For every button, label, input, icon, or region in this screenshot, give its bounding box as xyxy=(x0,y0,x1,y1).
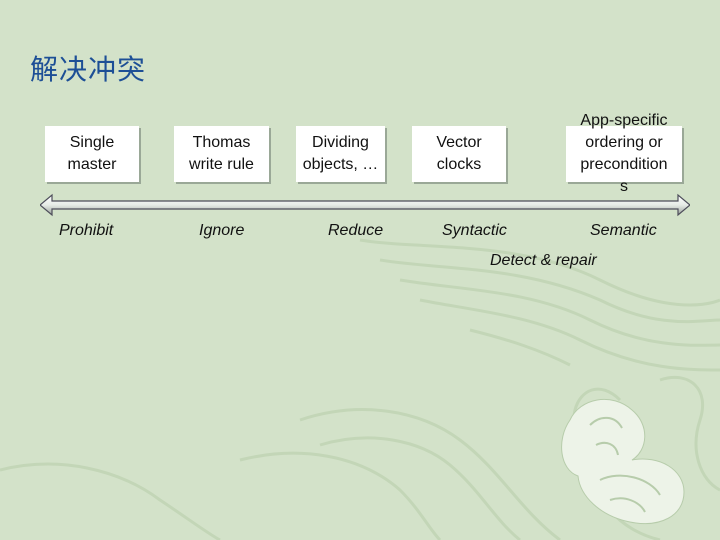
card-app-specific-ordering: App-specific ordering or precondition s xyxy=(566,126,682,182)
card-single-master-text: Single master xyxy=(68,132,117,176)
card-thomas-write-rule-text: Thomas write rule xyxy=(189,132,254,176)
card-vector-clocks: Vector clocks xyxy=(412,126,506,182)
card-thomas-write-rule: Thomas write rule xyxy=(174,126,269,182)
slide-title: 解决冲突 xyxy=(30,48,146,88)
label-detect-repair: Detect & repair xyxy=(490,252,597,270)
card-single-master: Single master xyxy=(45,126,139,182)
label-semantic: Semantic xyxy=(590,222,657,240)
arrow-body xyxy=(40,195,690,215)
card-vector-clocks-text: Vector clocks xyxy=(436,132,481,176)
spectrum-arrow xyxy=(40,192,690,218)
label-syntactic: Syntactic xyxy=(442,222,507,240)
card-app-specific-ordering-text: App-specific ordering or precondition s xyxy=(580,110,667,198)
card-dividing-objects: Dividing objects, … xyxy=(296,126,385,182)
label-reduce: Reduce xyxy=(328,222,383,240)
card-dividing-objects-text: Dividing objects, … xyxy=(303,132,379,176)
label-ignore: Ignore xyxy=(199,222,244,240)
label-prohibit: Prohibit xyxy=(59,222,113,240)
